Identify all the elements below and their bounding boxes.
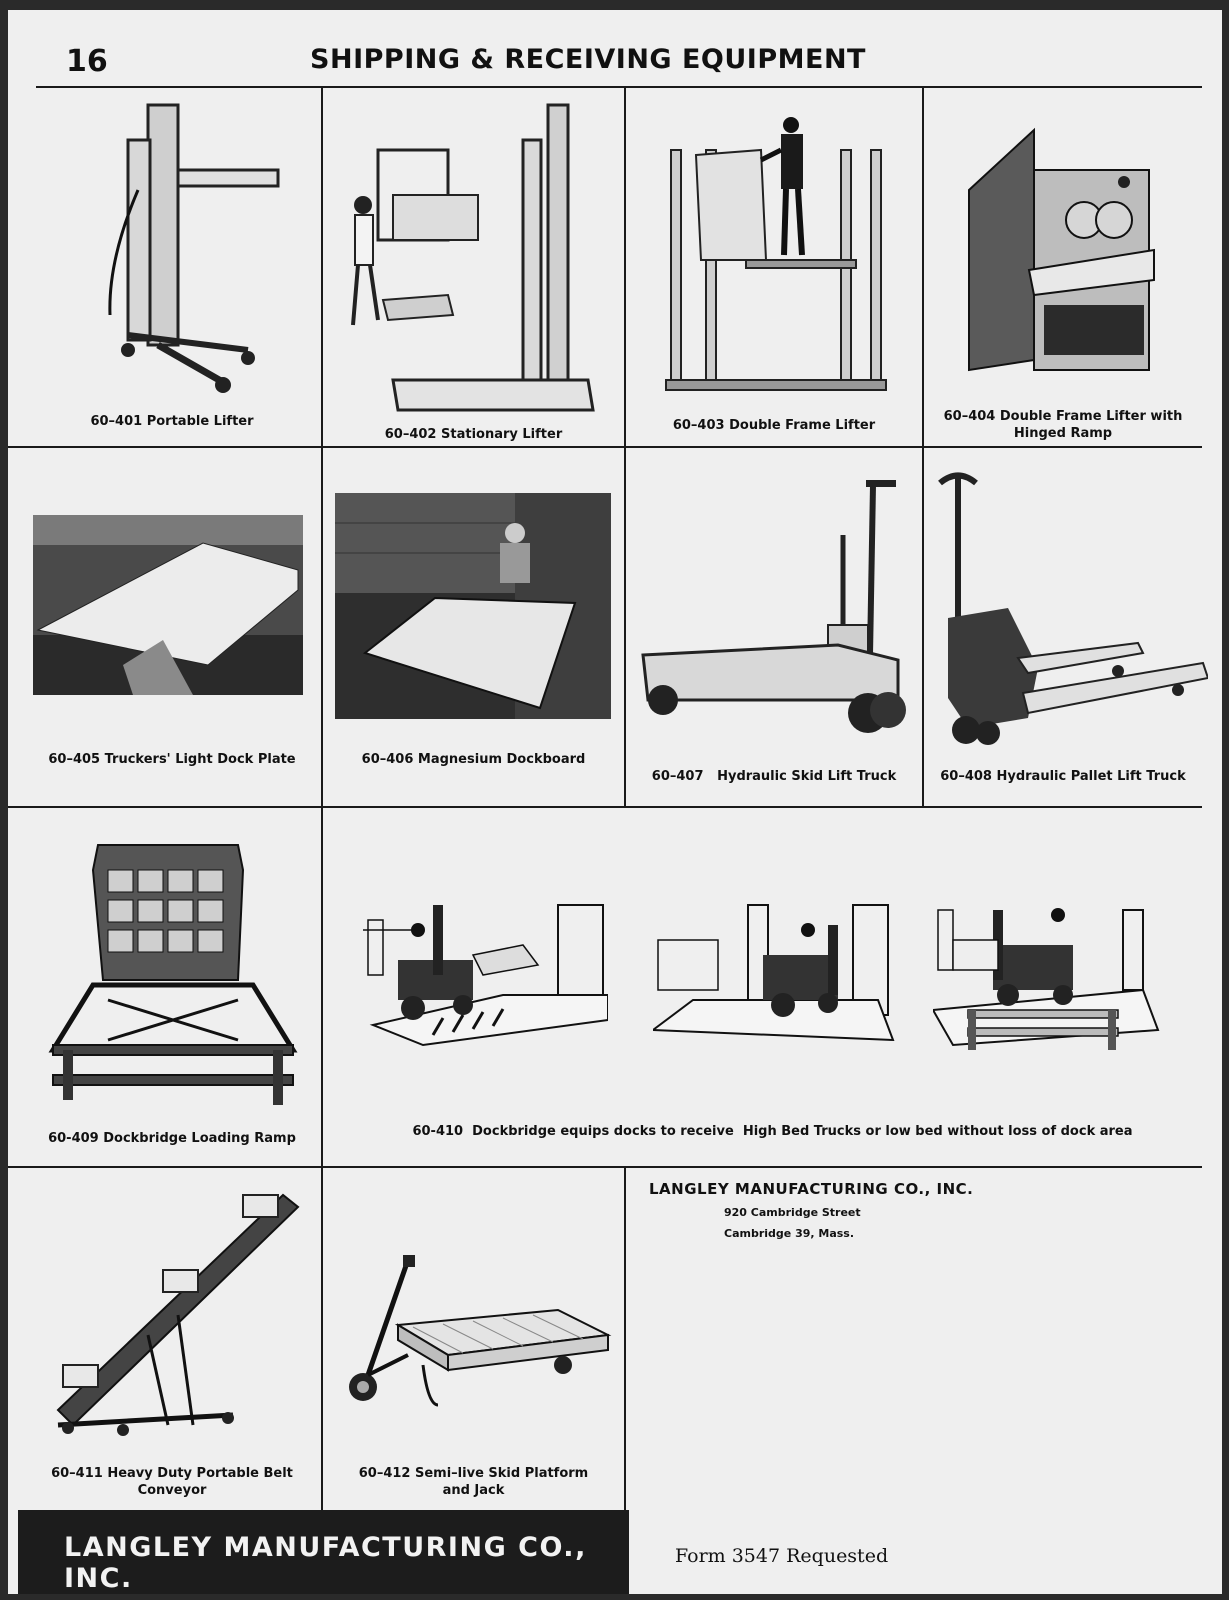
form-note: Form 3547 Requested [675, 1545, 889, 1567]
company-address-block: LANGLEY MANUFACTURING CO., INC. 920 Camb… [649, 1180, 973, 1240]
skid-lift-truck-illustration [638, 475, 918, 745]
dock-plate-photo [33, 515, 303, 695]
skid-platform-jack-illustration [343, 1255, 613, 1425]
grid-rule-col2-top [624, 86, 626, 806]
double-frame-lifter-illustration [656, 110, 896, 400]
caption-60-405: 60–405 Truckers' Light Dock Plate [48, 752, 296, 767]
dockbridge-scene-2-illustration [653, 900, 898, 1050]
page-number: 16 [66, 44, 108, 79]
magnesium-dockboard-photo [335, 493, 611, 719]
grid-rule-row1 [8, 446, 1202, 448]
grid-rule-col1-row4 [321, 1166, 323, 1510]
company-name: LANGLEY MANUFACTURING CO., INC. [649, 1180, 974, 1198]
catalog-page: 16 SHIPPING & RECEIVING EQUIPMENT 60–401… [8, 10, 1222, 1594]
company-street: 920 Cambridge Street [724, 1206, 861, 1219]
caption-60-404-line1: 60–404 Double Frame Lifter with [943, 409, 1183, 424]
caption-60-407: 60–407 Hydraulic Skid Lift Truck [651, 769, 897, 784]
portable-lifter-illustration [98, 100, 298, 400]
caption-60-401: 60–401 Portable Lifter [90, 414, 254, 429]
company-city: Cambridge 39, Mass. [724, 1227, 855, 1240]
grid-rule-row2 [8, 806, 1202, 808]
dockbridge-scene-3-illustration [933, 900, 1178, 1060]
grid-rule-col1-top [321, 86, 323, 806]
stationary-lifter-illustration [338, 100, 608, 420]
grid-rule-top [36, 86, 1202, 88]
caption-60-409: 60-409 Dockbridge Loading Ramp [48, 1131, 296, 1146]
footer-company-name: LANGLEY MANUFACTURING CO., INC. [64, 1532, 587, 1594]
caption-60-410: 60-410 Dockbridge equips docks to receiv… [412, 1124, 1133, 1139]
caption-60-411-line1: 60–411 Heavy Duty Portable Belt [51, 1466, 293, 1481]
caption-60-403: 60–403 Double Frame Lifter [672, 418, 876, 433]
dockbridge-loading-ramp-illustration [48, 840, 298, 1110]
caption-60-412-line2: and Jack [442, 1483, 505, 1498]
dockbridge-scene-1-illustration [363, 900, 608, 1050]
pallet-lift-truck-illustration [938, 468, 1208, 758]
footer-banner: LANGLEY MANUFACTURING CO., INC. [18, 1510, 629, 1594]
caption-60-404-line2: Hinged Ramp [1013, 426, 1113, 441]
grid-rule-col3-top [922, 86, 924, 806]
grid-rule-col2-row4 [624, 1166, 626, 1594]
page-title: SHIPPING & RECEIVING EQUIPMENT [310, 44, 866, 75]
caption-60-411-line2: Conveyor [137, 1483, 207, 1498]
caption-60-408: 60–408 Hydraulic Pallet Lift Truck [940, 769, 1186, 784]
caption-60-402: 60–402 Stationary Lifter [384, 427, 563, 442]
grid-rule-row3 [8, 1166, 1202, 1168]
hinged-ramp-lifter-illustration [964, 120, 1164, 380]
caption-60-406: 60–406 Magnesium Dockboard [361, 752, 586, 767]
grid-rule-col1-row3 [321, 806, 323, 1166]
caption-60-412-line1: 60–412 Semi–live Skid Platform [358, 1466, 589, 1481]
belt-conveyor-illustration [48, 1185, 308, 1445]
